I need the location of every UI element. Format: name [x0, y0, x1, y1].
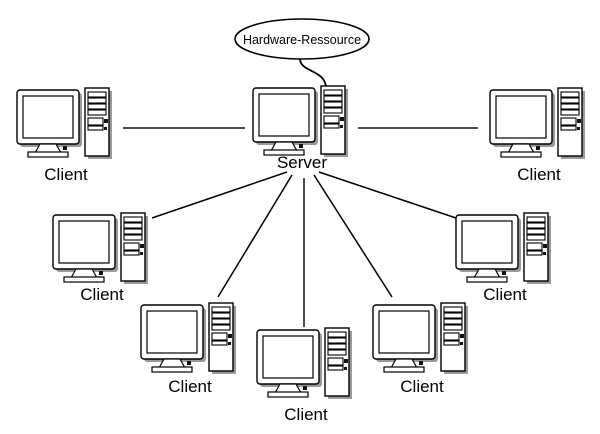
client-computer-icon — [52, 212, 149, 285]
client-computer-icon — [372, 302, 469, 375]
client-label: Client — [44, 165, 88, 184]
client-label: Client — [517, 165, 561, 184]
server-label: Server — [277, 153, 327, 172]
client-node-bottom-left[interactable]: Client — [140, 302, 237, 396]
client-label: Client — [168, 377, 212, 396]
client-computer-icon — [16, 87, 113, 160]
link-server-to-mid-right-client — [318, 171, 457, 219]
hardware-resource-node[interactable]: Hardware-Ressource — [234, 18, 370, 60]
connection-lines — [123, 127, 478, 327]
server-node[interactable]: Server — [252, 85, 349, 172]
client-node-bottom-right[interactable]: Client — [372, 302, 469, 396]
client-node-top-right[interactable]: Client — [489, 87, 586, 184]
client-computer-icon — [256, 327, 353, 400]
hardware-resource-ellipse — [234, 18, 370, 60]
client-label: Client — [483, 285, 527, 304]
client-node-top-left[interactable]: Client — [16, 87, 113, 184]
link-server-to-mid-left-client — [151, 171, 288, 219]
hardware-resource-label: Hardware-Ressource — [243, 33, 361, 47]
client-label: Client — [80, 285, 124, 304]
server-computer-icon — [252, 85, 349, 158]
client-computer-icon — [489, 87, 586, 160]
client-label: Client — [284, 405, 328, 424]
client-node-bottom-center[interactable]: Client — [256, 327, 353, 424]
client-computer-icon — [140, 302, 237, 375]
link-resource-to-server — [299, 58, 327, 89]
client-computer-icon — [455, 212, 552, 285]
client-node-mid-right[interactable]: Client — [455, 212, 552, 304]
client-label: Client — [400, 377, 444, 396]
link-server-to-bottom-right-client — [313, 174, 393, 298]
client-node-mid-left[interactable]: Client — [52, 212, 149, 304]
link-server-to-bottom-left-client — [217, 174, 293, 298]
